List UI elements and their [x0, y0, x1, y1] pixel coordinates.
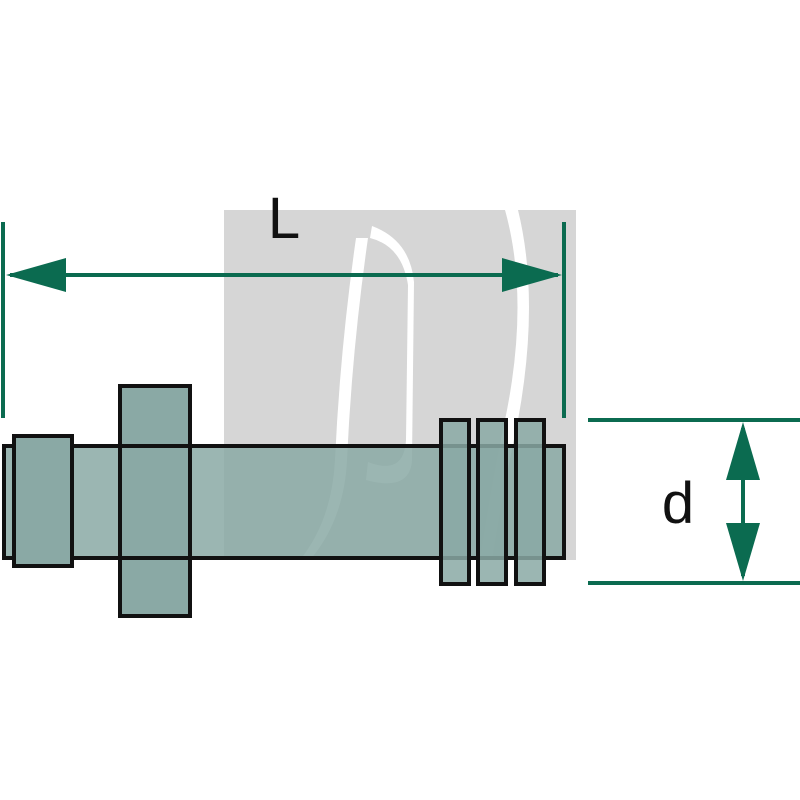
length-label: L	[268, 186, 300, 251]
washer-1	[439, 418, 471, 586]
length-arrow-left	[6, 258, 66, 292]
diameter-arrow-bottom	[726, 523, 760, 581]
length-arrow-right	[502, 258, 562, 292]
washer-2	[476, 418, 508, 586]
hex-nut	[118, 384, 192, 618]
diameter-arrow-top	[726, 422, 760, 480]
diameter-label: d	[662, 471, 694, 536]
left-end-collar	[12, 434, 74, 568]
washer-3	[514, 418, 546, 586]
stud-part	[2, 384, 566, 618]
length-dimension: L	[1, 186, 566, 418]
diameter-dimension: d	[588, 418, 800, 585]
